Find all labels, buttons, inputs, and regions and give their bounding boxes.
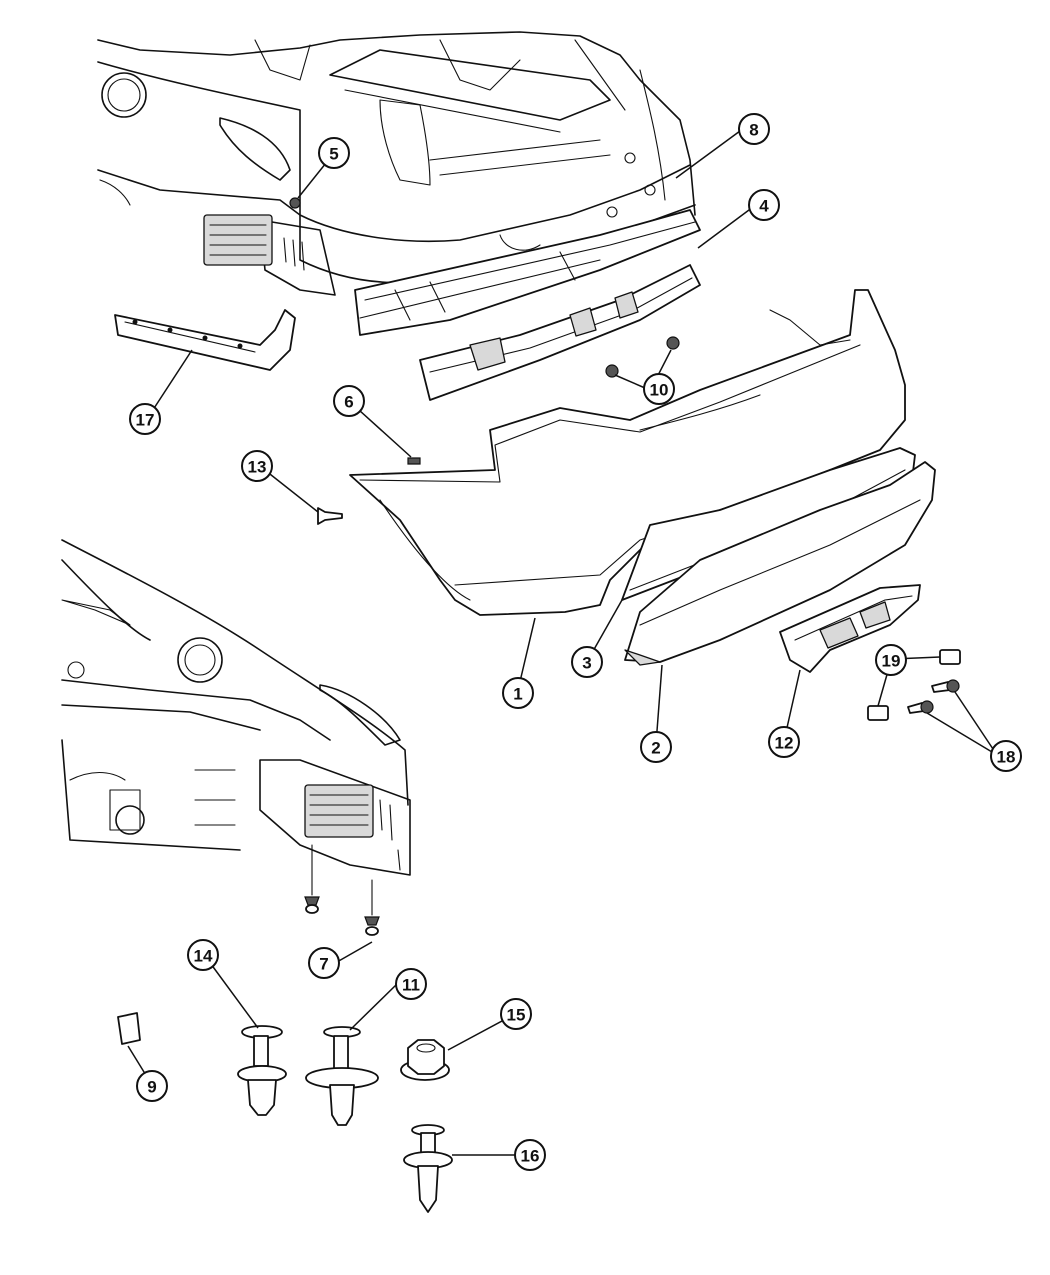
- callout-12: 12: [768, 726, 800, 758]
- vehicle-rear-body-upper: [97, 31, 696, 296]
- callout-11-label: 11: [402, 976, 420, 995]
- push-pins-part-7: [304, 844, 380, 936]
- callout-13-label: 13: [248, 458, 267, 477]
- cap-part-9: [117, 1012, 141, 1045]
- energy-absorber-part-4: [419, 264, 701, 401]
- callout-19-label: 19: [882, 652, 901, 671]
- callout-15: 15: [500, 998, 532, 1030]
- callout-11: 11: [395, 968, 427, 1000]
- callout-3: 3: [571, 646, 603, 678]
- nuts-part-10: [605, 336, 680, 378]
- callout-5: 5: [318, 137, 350, 169]
- callout-2: 2: [640, 731, 672, 763]
- screw-part-6: [407, 457, 421, 465]
- callout-2-label: 2: [651, 739, 660, 758]
- callout-8: 8: [738, 113, 770, 145]
- callout-13: 13: [241, 450, 273, 482]
- callout-17-label: 17: [136, 411, 155, 430]
- callout-10-label: 10: [650, 381, 669, 400]
- callout-17: 17: [129, 403, 161, 435]
- screws-part-18: [907, 679, 960, 714]
- bracket-part-17: [114, 309, 296, 371]
- leader-lines: [127, 130, 998, 1156]
- callout-19: 19: [875, 644, 907, 676]
- valance-part-2: [624, 461, 936, 666]
- callout-16: 16: [514, 1139, 546, 1171]
- push-fastener-part-11: [305, 1026, 379, 1126]
- callout-4: 4: [748, 189, 780, 221]
- callout-14-label: 14: [194, 947, 213, 966]
- callout-6-label: 6: [344, 393, 353, 412]
- vehicle-rear-body-lower: [61, 539, 411, 876]
- callout-18: 18: [990, 740, 1022, 772]
- push-fastener-part-14: [237, 1025, 287, 1116]
- callout-7: 7: [308, 947, 340, 979]
- callout-14: 14: [187, 939, 219, 971]
- callout-15-label: 15: [507, 1006, 526, 1025]
- callout-6: 6: [333, 385, 365, 417]
- clips-part-19: [867, 649, 961, 721]
- callout-4-label: 4: [759, 197, 769, 216]
- callout-7-label: 7: [319, 955, 328, 974]
- callout-16-label: 16: [521, 1147, 540, 1166]
- callout-18-label: 18: [997, 748, 1016, 767]
- callout-5-label: 5: [329, 145, 338, 164]
- flange-nut-part-15: [400, 1039, 450, 1081]
- callout-10: 10: [643, 373, 675, 405]
- callout-8-label: 8: [749, 121, 758, 140]
- callout-3-label: 3: [582, 654, 591, 673]
- callout-9: 9: [136, 1070, 168, 1102]
- callout-1: 1: [502, 677, 534, 709]
- fastener-part-5: [289, 197, 301, 209]
- reinforcement-beam-part-8: [354, 209, 701, 336]
- callout-12-label: 12: [775, 734, 794, 753]
- callout-9-label: 9: [147, 1078, 156, 1097]
- push-clip-part-16: [403, 1124, 453, 1213]
- push-pin-part-13: [317, 507, 343, 525]
- callout-1-label: 1: [513, 685, 522, 704]
- shield-part-12: [779, 584, 921, 673]
